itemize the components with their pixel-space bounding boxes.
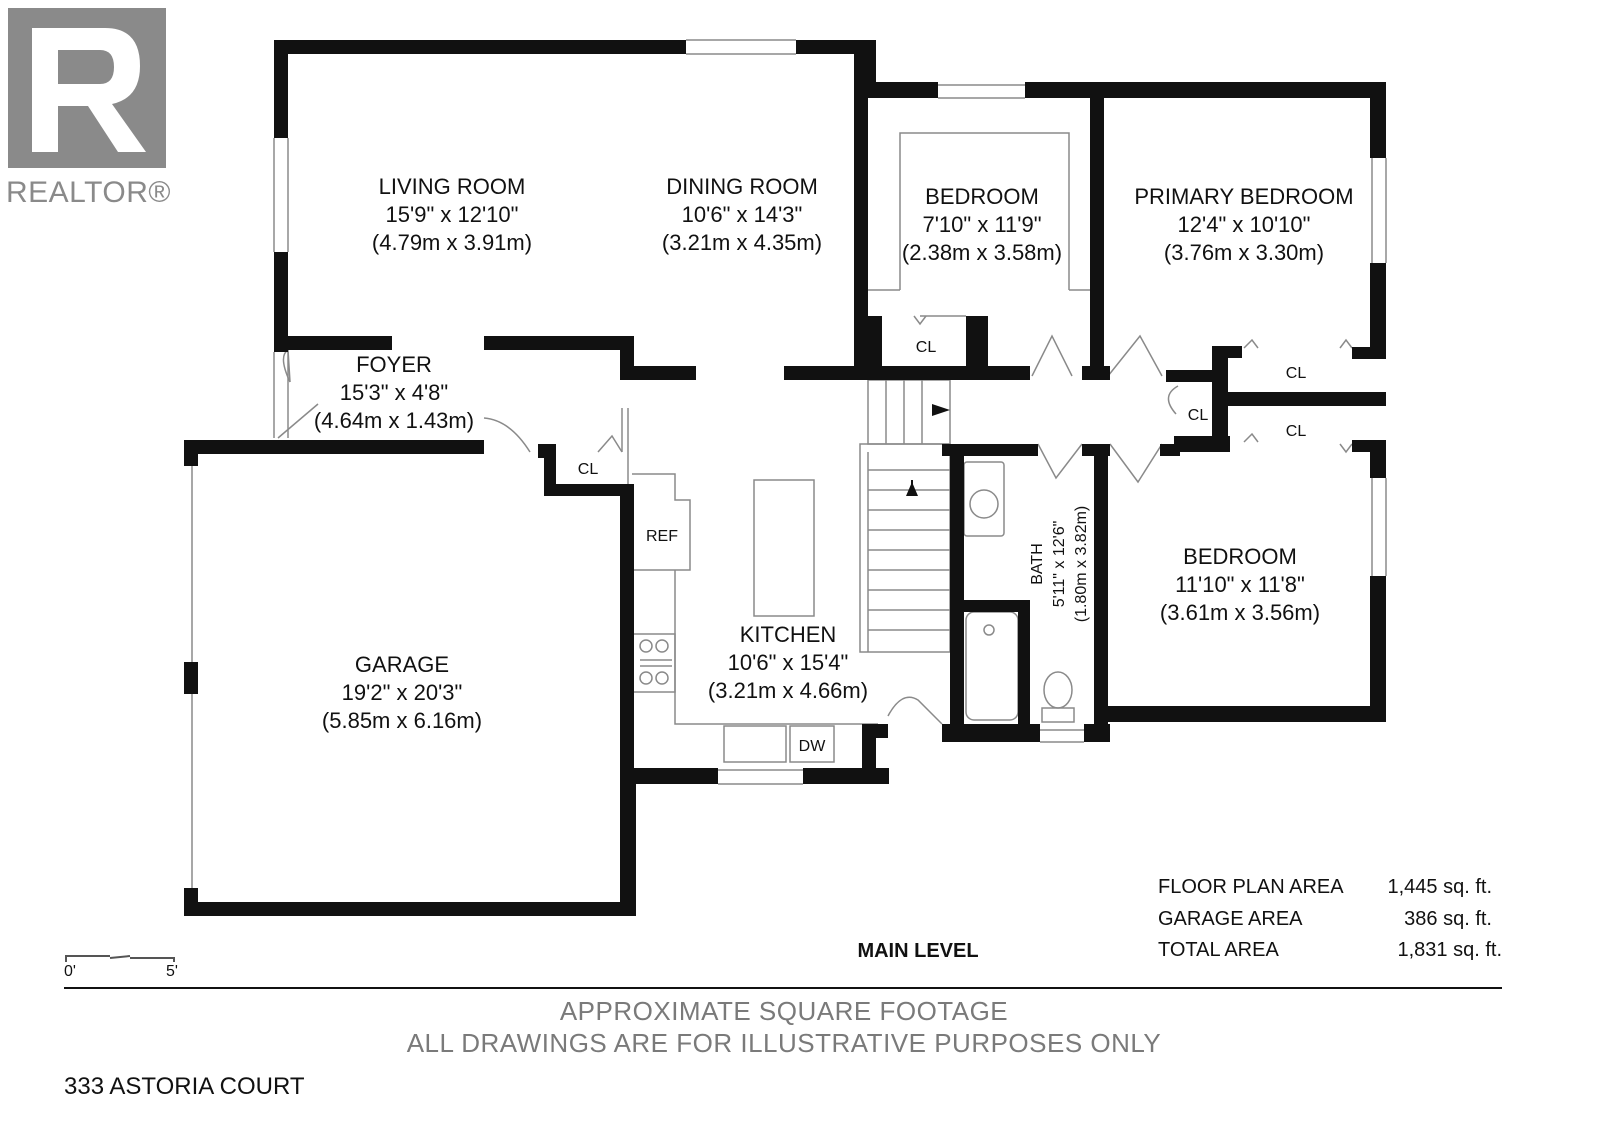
room-name: DINING ROOM [666,174,818,199]
dishwasher-label: DW [799,738,827,755]
area-value: 386 sq. ft. [1404,908,1492,930]
fixture-labels: CL CL CL CL CL REF DW [578,339,1307,755]
room-size-metric: (5.85m x 6.16m) [322,708,482,733]
room-name: KITCHEN [740,622,837,647]
room-name: LIVING ROOM [379,174,526,199]
room-size-metric: (4.64m x 1.43m) [314,408,474,433]
footer-line-2: ALL DRAWINGS ARE FOR ILLUSTRATIVE PURPOS… [407,1028,1162,1058]
realtor-logo-text: REALTOR® [6,176,171,209]
closet-label: CL [578,461,599,478]
room-size-metric: (3.21m x 4.66m) [708,678,868,703]
room-foyer: FOYER 15'3" x 4'8" (4.64m x 1.43m) [314,352,474,433]
closet-label: CL [1286,365,1307,382]
room-size-imperial: 15'3" x 4'8" [340,380,448,405]
stair-arrows [906,404,950,496]
room-size-imperial: 11'10" x 11'8" [1175,572,1305,597]
scale-bar: 0' 5' [64,955,178,980]
room-name: BEDROOM [925,184,1039,209]
realtor-logo: REALTOR® [6,8,171,209]
area-label: GARAGE AREA [1158,908,1303,930]
area-value: 1,445 sq. ft. [1387,876,1492,898]
level-title: MAIN LEVEL [857,940,978,962]
room-size-imperial: 5'11" x 12'6" [1051,521,1068,608]
room-size-metric: (4.79m x 3.91m) [372,230,532,255]
room-garage: GARAGE 19'2" x 20'3" (5.85m x 6.16m) [322,652,482,733]
room-bedroom-2: BEDROOM 11'10" x 11'8" (3.61m x 3.56m) [1160,544,1320,625]
room-size-imperial: 19'2" x 20'3" [342,680,463,705]
room-bath: BATH 5'11" x 12'6" (1.80m x 3.82m) [1029,506,1090,622]
room-size-metric: (1.80m x 3.82m) [1073,506,1090,622]
room-kitchen: KITCHEN 10'6" x 15'4" (3.21m x 4.66m) [708,622,868,703]
scale-end: 5' [166,963,178,980]
room-name: FOYER [356,352,432,377]
room-size-imperial: 7'10" x 11'9" [922,212,1041,237]
room-name: GARAGE [355,652,449,677]
footer-line-1: APPROXIMATE SQUARE FOOTAGE [560,996,1008,1026]
area-label: TOTAL AREA [1158,939,1279,961]
room-dining: DINING ROOM 10'6" x 14'3" (3.21m x 4.35m… [662,174,822,255]
room-size-imperial: 12'4" x 10'10" [1178,212,1311,237]
closet-label: CL [1188,407,1209,424]
room-size-imperial: 10'6" x 15'4" [728,650,849,675]
room-primary-bedroom: PRIMARY BEDROOM 12'4" x 10'10" (3.76m x … [1134,184,1353,265]
realtor-r-icon [32,28,146,152]
walls [184,40,1386,916]
room-size-metric: (3.61m x 3.56m) [1160,600,1320,625]
area-value: 1,831 sq. ft. [1397,939,1502,961]
closet-label: CL [916,339,937,356]
room-name: BEDROOM [1183,544,1297,569]
room-name: BATH [1029,543,1046,584]
closet-label: CL [1286,423,1307,440]
refrigerator-label: REF [646,528,678,545]
property-address: 333 ASTORIA COURT [64,1073,305,1100]
light-linework [191,39,1387,893]
room-size-metric: (3.21m x 4.35m) [662,230,822,255]
room-bedroom-1: BEDROOM 7'10" x 11'9" (2.38m x 3.58m) [902,184,1062,265]
room-size-imperial: 10'6" x 14'3" [682,202,803,227]
room-size-imperial: 15'9" x 12'10" [386,202,519,227]
room-name: PRIMARY BEDROOM [1134,184,1353,209]
area-table: FLOOR PLAN AREA 1,445 sq. ft. GARAGE ARE… [1158,876,1502,961]
room-size-metric: (3.76m x 3.30m) [1164,240,1324,265]
room-living: LIVING ROOM 15'9" x 12'10" (4.79m x 3.91… [372,174,532,255]
scale-start: 0' [64,963,76,980]
area-label: FLOOR PLAN AREA [1158,876,1344,898]
room-size-metric: (2.38m x 3.58m) [902,240,1062,265]
